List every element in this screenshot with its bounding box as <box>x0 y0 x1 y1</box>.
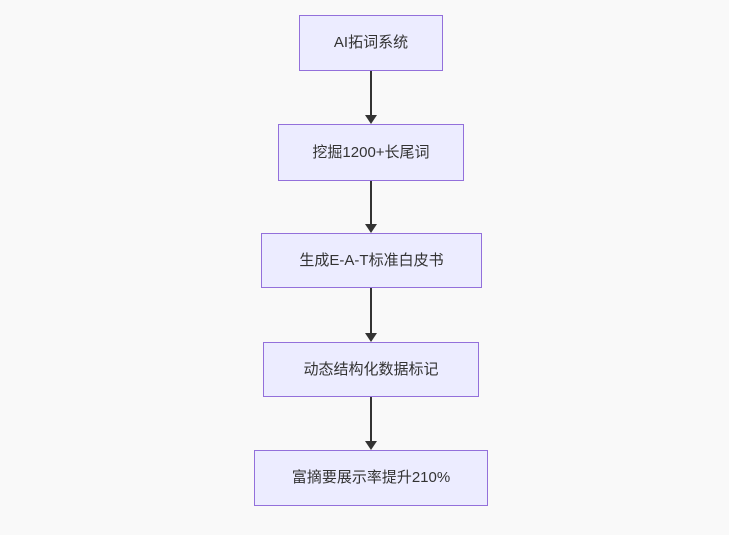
flowchart-node-rich-snippet-result: 富摘要展示率提升210% <box>254 450 488 506</box>
node-label: AI拓词系统 <box>333 34 409 51</box>
node-label: 挖掘1200+长尾词 <box>312 143 430 161</box>
flowchart-node-longtail-mining: 挖掘1200+长尾词 <box>278 124 464 181</box>
arrow-line <box>370 397 372 441</box>
arrow-line <box>370 181 372 224</box>
flowchart-node-eat-whitepaper: 生成E-A-T标准白皮书 <box>261 233 482 288</box>
arrow-line <box>370 288 372 333</box>
node-label: 动态结构化数据标记 <box>303 360 439 378</box>
flow-arrow <box>365 181 377 233</box>
arrowhead-down-icon <box>365 441 377 450</box>
arrowhead-down-icon <box>365 333 377 342</box>
arrow-line <box>370 71 372 115</box>
flow-arrow <box>365 71 377 124</box>
node-label: 生成E-A-T标准白皮书 <box>299 251 444 269</box>
flowchart-node-ai-word-system: AI拓词系统 <box>299 15 443 71</box>
arrowhead-down-icon <box>365 224 377 233</box>
flow-arrow <box>365 288 377 342</box>
node-label: 富摘要展示率提升210% <box>291 469 451 486</box>
flowchart-node-structured-data: 动态结构化数据标记 <box>263 342 479 397</box>
flow-arrow <box>365 397 377 450</box>
arrowhead-down-icon <box>365 115 377 124</box>
